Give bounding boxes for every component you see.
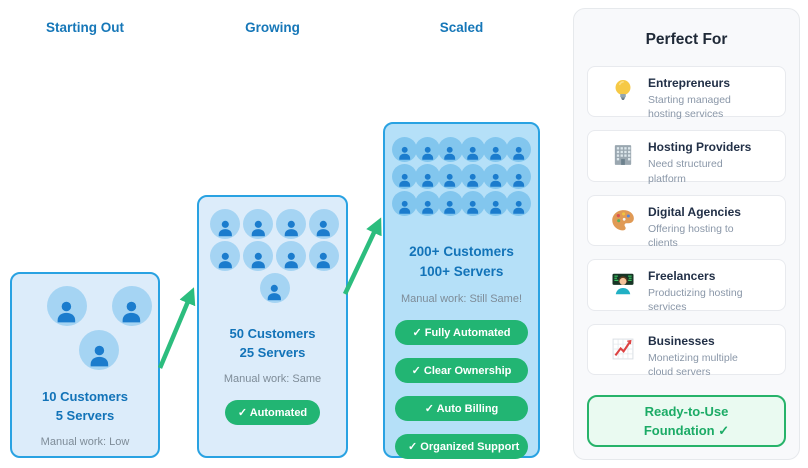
auto-billing-badge: ✓ Auto Billing (395, 396, 528, 422)
stage-stats: 200+ Customers 100+ Servers (409, 242, 514, 281)
servers-count: 100+ Servers (419, 263, 504, 279)
user-avatar-icon (414, 164, 440, 189)
user-avatar-icon (308, 241, 339, 271)
stage-card-growing: 50 Customers 25 Servers Manual work: Sam… (197, 195, 348, 458)
list-item-freelancers: Freelancers Productizing hosting service… (587, 259, 786, 313)
user-avatar-icon (259, 273, 290, 303)
user-avatar-icon (437, 191, 463, 216)
avatar-row (207, 241, 342, 271)
user-avatar-icon (392, 137, 417, 162)
stage-title-starting-out: Starting Out (46, 20, 124, 35)
item-subtitle: Need structured platform (648, 158, 723, 185)
avatar-row (207, 273, 342, 303)
clear-ownership-badge: ✓ Clear Ownership (395, 358, 528, 384)
item-title: Hosting Providers (648, 140, 752, 155)
user-avatar-icon (506, 164, 531, 189)
user-avatar-icon (243, 241, 274, 271)
user-avatar-icon (392, 164, 417, 189)
item-title: Businesses (648, 333, 715, 348)
user-avatar-icon (483, 137, 509, 162)
avatar-row (392, 191, 531, 216)
stage-title-scaled: Scaled (439, 20, 484, 35)
avatar-row (392, 164, 531, 189)
organized-support-badge: ✓ Organized Support (395, 434, 528, 460)
item-title: Entrepreneurs (648, 76, 731, 90)
stage-title-growing: Growing (245, 20, 300, 35)
user-avatar-icon (483, 191, 509, 216)
stage-stats: 10 Customers 5 Servers (42, 388, 128, 426)
manual-work-note: Manual work: Same (223, 372, 322, 385)
lightbulb-icon (608, 76, 638, 106)
customers-count: 50 Customers (229, 326, 316, 341)
user-avatar-icon (210, 209, 241, 239)
user-avatar-icon (460, 191, 486, 216)
user-avatar-icon (111, 286, 152, 326)
customers-count: 10 Customers (42, 389, 128, 404)
list-item-hosting-providers: Hosting Providers Need structured platfo… (587, 130, 786, 185)
stage-card-starting-out: 10 Customers 5 Servers Manual work: Low (10, 272, 160, 458)
user-avatar-icon (79, 330, 119, 370)
technologist-icon (608, 269, 638, 299)
avatar-row (20, 330, 178, 370)
stage-stats: 50 Customers 25 Servers (230, 325, 316, 363)
automated-badge: ✓ Automated (224, 399, 321, 425)
user-avatar-icon (414, 137, 440, 162)
user-avatar-icon (437, 137, 463, 162)
servers-count: 25 Servers (239, 344, 306, 360)
avatar-row (207, 209, 342, 239)
avatar-group (20, 286, 152, 374)
item-title: Freelancers (648, 269, 716, 284)
user-avatar-icon (460, 164, 486, 189)
list-item-text: Digital Agencies Offering hosting to cli… (648, 205, 754, 250)
list-item-businesses: Businesses Monetizing multiple cloud ser… (587, 323, 786, 378)
building-icon (608, 140, 638, 170)
item-subtitle: Productizing hosting services (648, 287, 743, 314)
user-avatar-icon (483, 164, 509, 189)
customers-count: 200+ Customers (409, 244, 514, 259)
panel-title: Perfect For (645, 31, 728, 48)
list-item-text: Hosting Providers Need structured platfo… (648, 140, 754, 185)
user-avatar-icon (506, 191, 531, 216)
user-avatar-icon (275, 241, 306, 271)
item-title: Digital Agencies (648, 204, 741, 219)
manual-work-note: Manual work: Still Same! (400, 293, 523, 306)
badge-list: ✓ Automated (207, 399, 338, 425)
user-avatar-icon (437, 164, 463, 189)
user-avatar-icon (460, 137, 486, 162)
ready-foundation-box: Ready-to-Use Foundation ✓ (587, 395, 786, 448)
user-avatar-icon (414, 191, 440, 216)
list-item-text: Businesses Monetizing multiple cloud ser… (648, 334, 754, 379)
avatar-group (207, 209, 339, 305)
item-subtitle: Offering hosting to clients (648, 222, 734, 249)
user-avatar-icon (243, 209, 274, 239)
item-subtitle: Monetizing multiple cloud servers (648, 351, 738, 378)
stage-card-scaled: 200+ Customers 100+ Servers Manual work:… (383, 122, 540, 460)
list-item-text: Entrepreneurs Starting managed hosting s… (648, 76, 754, 121)
avatar-group (392, 137, 531, 218)
user-avatar-icon (308, 209, 339, 239)
item-subtitle: Starting managed hosting services (648, 94, 731, 121)
fully-automated-badge: ✓ Fully Automated (395, 320, 528, 346)
list-item-entrepreneurs: Entrepreneurs Starting managed hosting s… (587, 66, 786, 120)
servers-count: 5 Servers (55, 407, 115, 423)
ready-foundation-label: Ready-to-Use Foundation ✓ (643, 403, 730, 439)
user-avatar-icon (46, 286, 87, 326)
user-avatar-icon (392, 191, 417, 216)
user-avatar-icon (210, 241, 241, 271)
list-item-text: Freelancers Productizing hosting service… (648, 269, 754, 314)
list-item-digital-agencies: Digital Agencies Offering hosting to cli… (587, 194, 786, 249)
perfect-for-panel: Perfect For Entrepreneurs Starting manag… (573, 8, 800, 460)
user-avatar-icon (506, 137, 531, 162)
palette-icon (608, 205, 638, 235)
chart-icon (608, 334, 638, 364)
avatar-row (20, 286, 178, 326)
avatar-row (392, 137, 531, 162)
manual-work-note: Manual work: Low (40, 435, 130, 448)
user-avatar-icon (275, 209, 306, 239)
badge-list: ✓ Fully Automated ✓ Clear Ownership ✓ Au… (393, 320, 530, 460)
